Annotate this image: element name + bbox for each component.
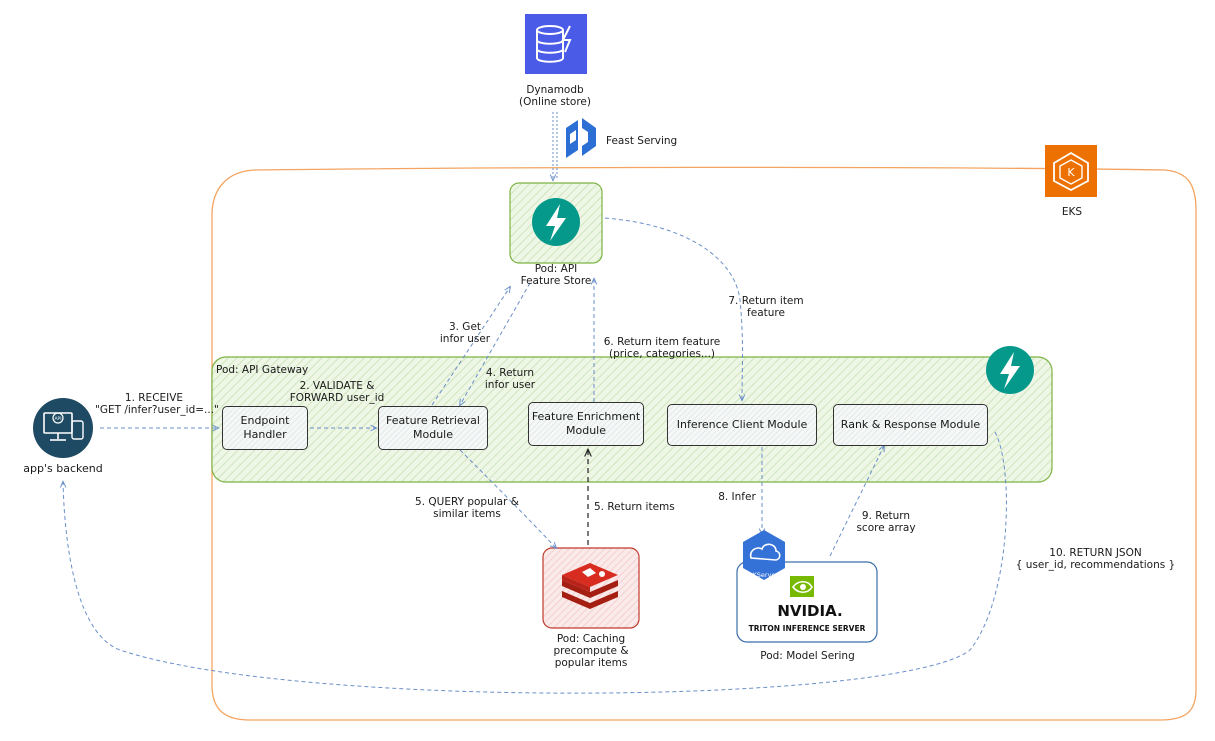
edge-8-label: 8. Infer: [718, 491, 756, 503]
backend-label: app's backend: [23, 462, 103, 475]
edge-9-label: 9. Return score array: [856, 510, 916, 534]
model-serving-pod: [736, 561, 878, 643]
feature-enrichment-box: Feature Enrichment Module: [528, 402, 644, 446]
edge-2-label: 2. VALIDATE & FORWARD user_id: [289, 380, 385, 404]
edge-7-return-item: [604, 217, 743, 400]
svg-text:K: K: [1067, 166, 1075, 179]
edge-3-label: 3. Get infor user: [439, 321, 491, 345]
nvidia-wordmark: NVIDIA.: [777, 602, 842, 620]
feature-store-label: Pod: API Feature Store: [520, 263, 592, 287]
eks-label: EKS: [1061, 206, 1083, 218]
inference-client-box: Inference Client Module: [667, 404, 817, 446]
eks-icon: K: [1045, 145, 1097, 197]
feast-icon: [566, 118, 596, 158]
edge-6-label: 6. Return item feature (price, categorie…: [603, 336, 721, 360]
redis-icon: [562, 563, 618, 609]
feast-label: Feast Serving: [606, 135, 678, 147]
caching-pod: [542, 547, 640, 629]
nvidia-icon: [790, 576, 814, 597]
edge-10-return-json: [63, 431, 1007, 694]
fastapi-icon: [532, 198, 580, 246]
edge-4-return-user: [460, 282, 531, 405]
fastapi-gateway-icon: [986, 346, 1034, 394]
edge-5-label: 5. QUERY popular & similar items: [415, 496, 519, 520]
edge-7-label: 7. Return item feature: [728, 295, 804, 319]
edge-5-query: [459, 449, 556, 548]
dynamodb-label: Dynamodb (Online store): [519, 84, 591, 108]
edge-3-get-user: [431, 287, 510, 406]
feature-retrieval-box: Feature Retrieval Module: [378, 406, 488, 450]
caching-label: Pod: Caching precompute & popular items: [553, 633, 629, 669]
edge-10-label: 10. RETURN JSON { user_id, recommendatio…: [1015, 547, 1176, 571]
backend-api-text: API: [54, 416, 61, 422]
kserve-icon: [743, 530, 785, 580]
rank-response-box: Rank & Response Module: [833, 404, 988, 446]
dynamodb-icon: [525, 14, 587, 74]
kserve-text: KServe: [753, 571, 776, 579]
endpoint-handler-box: Endpoint Handler: [222, 406, 308, 450]
edge-4-label: 4. Return infor user: [484, 367, 536, 391]
model-serving-label: Pod: Model Sering: [760, 650, 855, 662]
gateway-label: Pod: API Gateway: [216, 364, 309, 376]
eks-cluster-boundary: [211, 166, 1197, 721]
backend-icon: [33, 398, 93, 458]
edge-5b-label: 5. Return items: [594, 501, 675, 513]
edge-1-label: 1. RECEIVE "GET /infer?user_id=...": [95, 392, 219, 416]
triton-wordmark: TRITON INFERENCE SERVER: [749, 624, 866, 633]
